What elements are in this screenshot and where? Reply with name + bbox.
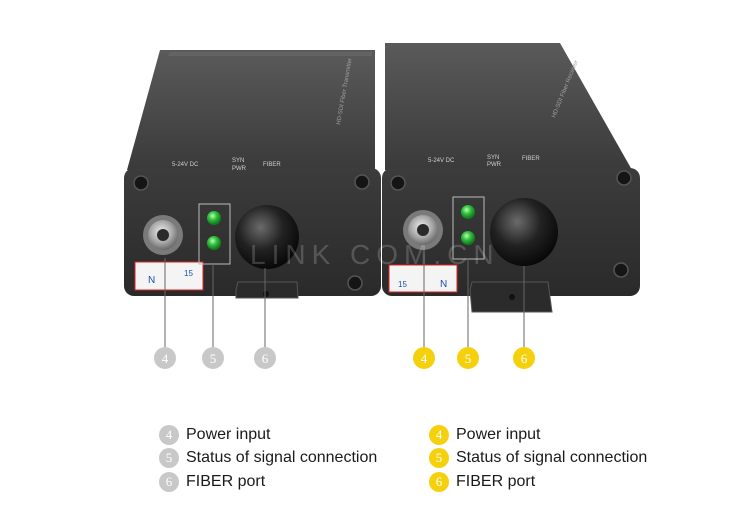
legend-text: FIBER port: [186, 472, 266, 490]
callout-4-label: 4: [421, 351, 428, 366]
left-device: N 15 5-24V DC SYN PWR FIBER HD-SDI Fiber…: [124, 50, 381, 299]
panel-dc-label: 5-24V DC: [172, 162, 199, 168]
left-serial-sticker: [134, 261, 204, 291]
legend-text: FIBER port: [456, 472, 536, 490]
legend-number-badge: 5: [159, 448, 179, 469]
fiber-port[interactable]: [490, 198, 558, 266]
syn-led-icon: [207, 211, 221, 225]
sticker-number: 15: [398, 280, 407, 289]
panel-fiber-label: FIBER: [263, 162, 281, 168]
legend-text: Power input: [186, 425, 271, 443]
right-serial-sticker: [388, 264, 458, 293]
panel-pwr-label: PWR: [487, 162, 502, 168]
callout-4-label: 4: [162, 351, 169, 366]
grey-callouts: 4 5 6: [154, 347, 276, 369]
callout-5-label: 5: [465, 351, 472, 366]
callout-5-label: 5: [210, 351, 217, 366]
legend-item: 4 Power input: [429, 423, 647, 447]
legend-left: 4 Power input 5 Status of signal connect…: [159, 423, 377, 494]
sticker-n-label: N: [440, 279, 447, 290]
leader-lines: [164, 254, 525, 348]
syn-led-icon: [461, 205, 475, 219]
callout-6-label: 6: [521, 351, 528, 366]
screw-icon: [354, 174, 370, 190]
fiber-port[interactable]: [235, 205, 299, 269]
callout-6: [513, 347, 535, 369]
legend-item: 5 Status of signal connection: [429, 447, 647, 471]
screw-icon: [133, 175, 149, 191]
legend-item: 4 Power input: [159, 423, 377, 447]
callout-5: [457, 347, 479, 369]
legend-item: 6 FIBER port: [159, 470, 377, 494]
yellow-callouts: 4 5 6: [413, 347, 535, 369]
callout-4: [154, 347, 176, 369]
screw-icon: [390, 175, 406, 191]
legend-number-badge: 5: [429, 448, 449, 469]
panel-pwr-label: PWR: [232, 166, 247, 172]
screw-icon: [616, 170, 632, 186]
sticker-number: 15: [184, 269, 193, 278]
legend-item: 6 FIBER port: [429, 470, 647, 494]
legend-text: Power input: [456, 425, 541, 443]
sticker-n-label: N: [148, 275, 155, 286]
left-device-top: [127, 50, 375, 170]
panel-dc-label: 5-24V DC: [428, 158, 455, 164]
legend-number-badge: 4: [159, 424, 179, 445]
callout-6-label: 6: [262, 351, 269, 366]
watermark-text: LINK COM.CN: [250, 239, 500, 270]
panel-syn-label: SYN: [232, 158, 244, 164]
screw-icon: [347, 275, 363, 291]
pwr-led-icon: [207, 236, 221, 250]
legend-text: Status of signal connection: [456, 449, 648, 467]
right-device-top: [385, 43, 632, 170]
right-device: N 15 5-24V DC SYN PWR FIBER HD-SDI Fiber…: [382, 43, 640, 313]
legend-item: 5 Status of signal connection: [159, 447, 377, 471]
legend-text: Status of signal connection: [186, 449, 378, 467]
legend-number-badge: 4: [429, 424, 449, 445]
legend-number-badge: 6: [159, 471, 179, 492]
callout-5: [202, 347, 224, 369]
panel-fiber-label: FIBER: [522, 156, 540, 162]
pwr-led-icon: [461, 231, 475, 245]
panel-syn-label: SYN: [487, 155, 499, 161]
callout-6: [254, 347, 276, 369]
callout-4: [413, 347, 435, 369]
screw-icon: [613, 262, 629, 278]
legend-right: 4 Power input 5 Status of signal connect…: [429, 423, 647, 494]
legend-number-badge: 6: [429, 471, 449, 492]
mount-bracket: [235, 281, 299, 299]
